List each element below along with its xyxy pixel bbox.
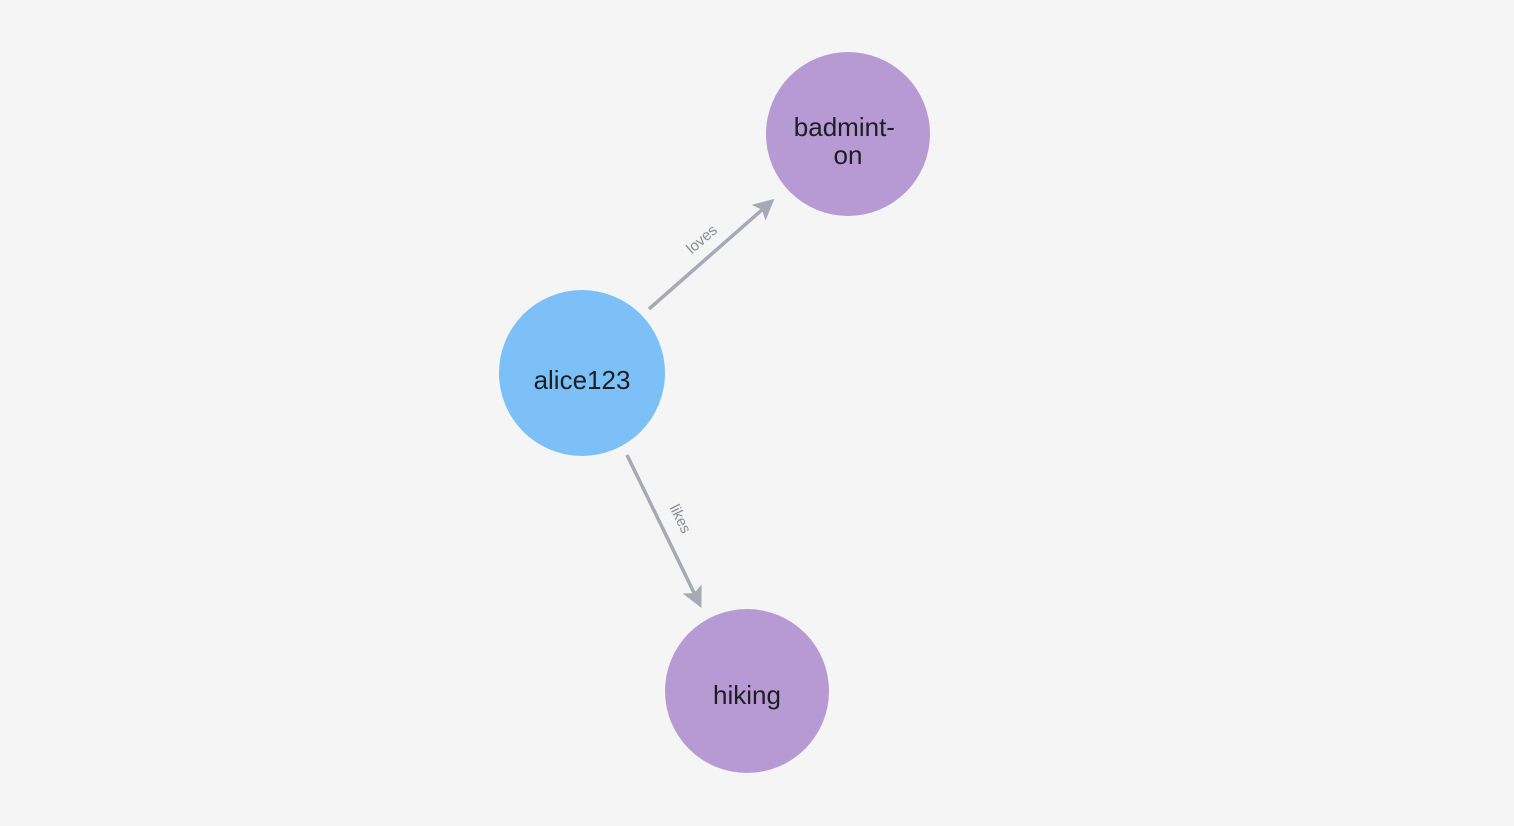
node-hiking[interactable] <box>665 609 829 773</box>
node-badminton[interactable] <box>766 52 930 216</box>
node-alice123[interactable] <box>499 290 665 456</box>
edge-line-loves[interactable] <box>647 198 775 311</box>
edge-label-likes: likes <box>666 502 694 536</box>
node-group-badminton: badmint- on <box>766 52 930 216</box>
edge-line-likes[interactable] <box>625 454 702 608</box>
node-group-alice123: alice123 <box>499 290 665 456</box>
edge-likes: likes <box>625 454 702 608</box>
node-group-hiking: hiking <box>665 609 829 773</box>
edge-loves: loves <box>647 198 775 311</box>
